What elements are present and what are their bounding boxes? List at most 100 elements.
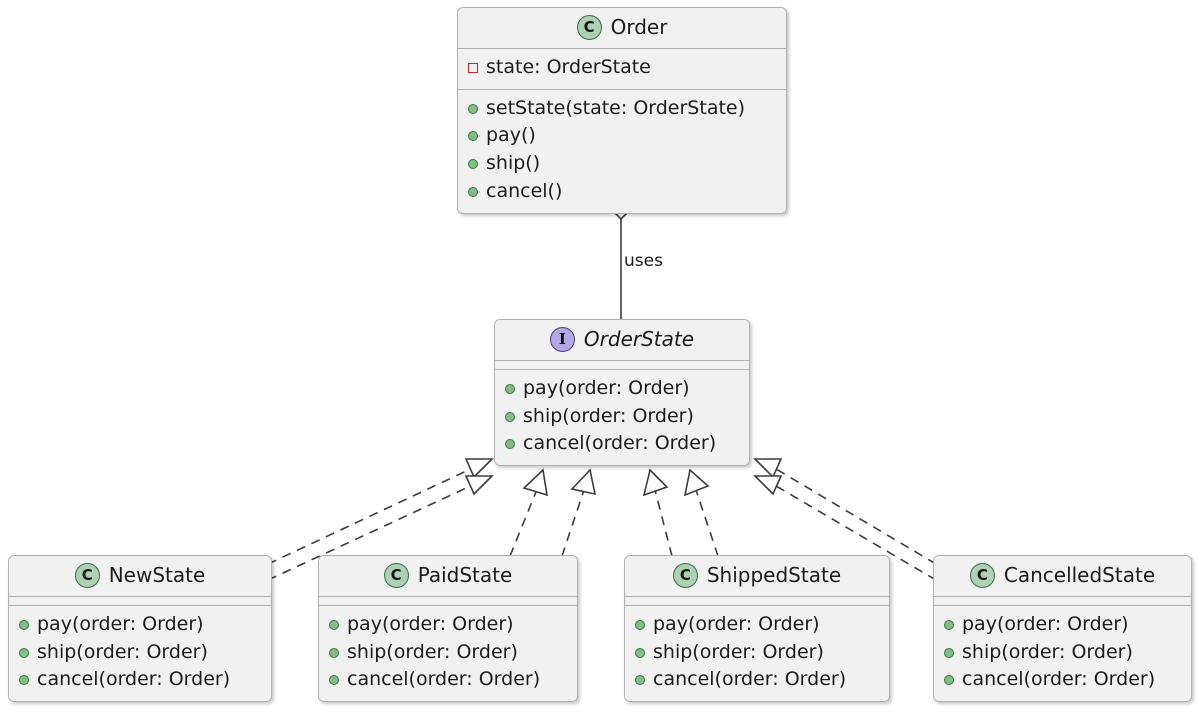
public-visibility-icon bbox=[468, 186, 478, 197]
public-visibility-icon bbox=[635, 647, 645, 658]
interface-badge-icon: I bbox=[549, 327, 575, 352]
node-title: Order bbox=[610, 15, 668, 39]
realization-arrowhead-icon bbox=[642, 468, 669, 497]
method-row: cancel(order: Order) bbox=[505, 430, 739, 458]
method-label: pay(order: Order) bbox=[347, 613, 514, 635]
public-visibility-icon bbox=[505, 439, 515, 450]
method-row: pay(order: Order) bbox=[329, 611, 567, 639]
public-visibility-icon bbox=[944, 647, 954, 658]
methods-compartment: pay(order: Order) ship(order: Order) can… bbox=[319, 605, 577, 702]
method-row: pay(order: Order) bbox=[19, 611, 261, 639]
method-label: ship(order: Order) bbox=[347, 640, 518, 663]
method-row: ship(order: Order) bbox=[505, 403, 739, 431]
method-row: ship(order: Order) bbox=[635, 639, 879, 667]
attribute-label: state: OrderState bbox=[486, 56, 651, 78]
realization-arrowhead-icon bbox=[570, 468, 597, 496]
class-node-cancelledstate[interactable]: C CancelledState pay(order: Order) ship(… bbox=[933, 555, 1192, 703]
methods-compartment: pay(order: Order) ship(order: Order) can… bbox=[495, 369, 749, 466]
public-visibility-icon bbox=[468, 131, 478, 142]
private-visibility-icon bbox=[468, 62, 478, 73]
class-badge-icon: C bbox=[74, 563, 100, 588]
method-label: setState(state: OrderState) bbox=[486, 96, 746, 119]
class-badge-icon: C bbox=[672, 563, 698, 588]
method-label: pay() bbox=[486, 124, 536, 147]
node-header: C Order bbox=[458, 8, 786, 48]
attributes-compartment bbox=[934, 596, 1191, 605]
methods-compartment: pay(order: Order) ship(order: Order) can… bbox=[625, 605, 889, 702]
method-label: cancel(order: Order) bbox=[523, 432, 717, 455]
method-row: ship(order: Order) bbox=[329, 639, 567, 667]
public-visibility-icon bbox=[468, 103, 478, 114]
method-row: ship() bbox=[468, 150, 776, 178]
node-header: I OrderState bbox=[495, 320, 749, 360]
method-label: cancel(order: Order) bbox=[653, 668, 847, 691]
method-row: cancel(order: Order) bbox=[635, 666, 879, 694]
attributes-compartment bbox=[9, 596, 271, 605]
method-label: cancel(order: Order) bbox=[347, 668, 541, 691]
public-visibility-icon bbox=[19, 619, 29, 630]
methods-compartment: setState(state: OrderState) pay() ship()… bbox=[458, 88, 786, 213]
method-label: cancel(order: Order) bbox=[962, 668, 1156, 691]
method-row: ship(order: Order) bbox=[944, 639, 1181, 667]
method-label: ship(order: Order) bbox=[37, 640, 208, 663]
method-row: cancel(order: Order) bbox=[944, 666, 1181, 694]
class-node-shippedstate[interactable]: C ShippedState pay(order: Order) ship(or… bbox=[624, 555, 890, 703]
public-visibility-icon bbox=[468, 159, 478, 170]
attribute-row: state: OrderState bbox=[468, 54, 776, 82]
method-label: ship(order: Order) bbox=[523, 404, 694, 427]
method-label: pay(order: Order) bbox=[523, 377, 690, 399]
node-title: NewState bbox=[108, 563, 206, 587]
method-row: pay(order: Order) bbox=[505, 375, 739, 403]
methods-compartment: pay(order: Order) ship(order: Order) can… bbox=[9, 605, 271, 702]
realization-arrowhead-icon bbox=[522, 468, 548, 497]
node-header: C ShippedState bbox=[625, 556, 889, 596]
public-visibility-icon bbox=[19, 675, 29, 686]
method-row: pay() bbox=[468, 122, 776, 150]
node-title: ShippedState bbox=[706, 563, 842, 587]
methods-compartment: pay(order: Order) ship(order: Order) can… bbox=[934, 605, 1191, 702]
attributes-compartment bbox=[495, 360, 749, 369]
method-label: cancel() bbox=[486, 179, 563, 202]
interface-node-orderstate[interactable]: I OrderState pay(order: Order) ship(orde… bbox=[494, 319, 750, 467]
public-visibility-icon bbox=[329, 647, 339, 658]
public-visibility-icon bbox=[329, 619, 339, 630]
public-visibility-icon bbox=[505, 411, 515, 422]
class-node-order[interactable]: C Order state: OrderState setState(state… bbox=[457, 7, 787, 214]
public-visibility-icon bbox=[505, 383, 515, 394]
edge-realization-paidstate bbox=[509, 468, 597, 557]
method-row: ship(order: Order) bbox=[19, 639, 261, 667]
attributes-compartment bbox=[319, 596, 577, 605]
method-label: cancel(order: Order) bbox=[37, 668, 231, 691]
method-label: pay(order: Order) bbox=[37, 613, 204, 635]
realization-arrowhead-icon bbox=[464, 475, 494, 496]
realization-arrowhead-icon bbox=[753, 458, 783, 479]
attributes-compartment bbox=[625, 596, 889, 605]
class-badge-icon: C bbox=[576, 15, 602, 40]
method-row: pay(order: Order) bbox=[944, 611, 1181, 639]
realization-arrowhead-icon bbox=[753, 475, 783, 496]
method-label: ship(order: Order) bbox=[653, 640, 824, 663]
edge-realization-shippedstate bbox=[642, 468, 719, 557]
public-visibility-icon bbox=[944, 675, 954, 686]
node-title: CancelledState bbox=[1003, 563, 1156, 587]
edge-label-uses: uses bbox=[624, 251, 663, 271]
node-header: C PaidState bbox=[319, 556, 577, 596]
public-visibility-icon bbox=[19, 647, 29, 658]
class-node-newstate[interactable]: C NewState pay(order: Order) ship(order:… bbox=[8, 555, 272, 703]
realization-arrowhead-icon bbox=[683, 468, 710, 497]
method-row: cancel(order: Order) bbox=[19, 666, 261, 694]
public-visibility-icon bbox=[329, 675, 339, 686]
method-label: pay(order: Order) bbox=[962, 613, 1129, 635]
node-title: OrderState bbox=[583, 327, 695, 351]
method-label: pay(order: Order) bbox=[653, 613, 820, 635]
class-badge-icon: C bbox=[969, 563, 995, 588]
public-visibility-icon bbox=[944, 619, 954, 630]
class-node-paidstate[interactable]: C PaidState pay(order: Order) ship(order… bbox=[318, 555, 578, 703]
node-header: C NewState bbox=[9, 556, 271, 596]
node-header: C CancelledState bbox=[934, 556, 1191, 596]
public-visibility-icon bbox=[635, 619, 645, 630]
method-row: cancel(order: Order) bbox=[329, 666, 567, 694]
method-row: setState(state: OrderState) bbox=[468, 95, 776, 123]
method-label: ship() bbox=[486, 152, 541, 175]
